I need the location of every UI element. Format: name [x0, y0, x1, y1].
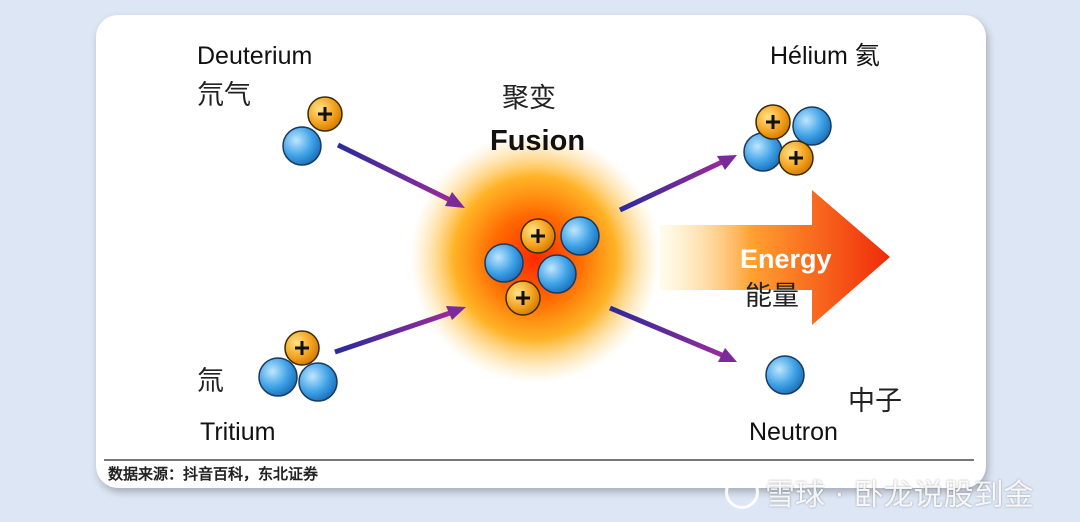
tritium-atom [258, 329, 338, 402]
divider [104, 459, 974, 461]
neutron-icon [282, 126, 322, 166]
deuterium-label: Deuterium [197, 42, 312, 70]
arrowhead-icon [445, 192, 465, 208]
neutron-icon [792, 106, 832, 146]
deuterium-cn-label: 氘气 [197, 80, 251, 111]
arrow-tritium-in [334, 310, 451, 355]
neutron-icon [298, 362, 338, 402]
proton-icon [306, 95, 344, 133]
fusion-glow [410, 133, 660, 383]
energy-label: Energy [740, 244, 832, 274]
deuterium-atom [282, 95, 344, 166]
arrowhead-icon [446, 306, 466, 320]
neutron-cn-label: 中子 [848, 386, 902, 417]
arrow-deuterium-in [336, 142, 452, 203]
energy-arrow [660, 190, 890, 325]
proton-icon [504, 279, 542, 317]
arrowhead-icon [718, 348, 737, 362]
snowball-logo-icon [725, 475, 759, 509]
arrow-neutron-out [609, 305, 723, 358]
arrows [334, 142, 737, 362]
neutron-icon [484, 243, 524, 283]
proton-icon [519, 217, 557, 255]
tritium-cn-label: 氚 [197, 366, 224, 397]
energy-cn-label: 能量 [745, 281, 799, 312]
proton-icon [283, 329, 321, 367]
watermark-text: 雪球 · 卧龙说股到金 [765, 478, 1034, 513]
neutron-icon [537, 254, 577, 294]
neutron-icon [765, 355, 805, 395]
proton-icon [777, 139, 815, 177]
helium-atom [743, 103, 832, 177]
source-note: 数据来源：抖音百科，东北证券 [108, 465, 319, 483]
neutron-icon [258, 357, 298, 397]
watermark: 雪球 · 卧龙说股到金 [725, 470, 1034, 514]
proton-icon [754, 103, 792, 141]
neutron-label: Neutron [749, 418, 838, 446]
neutron-icon [560, 216, 600, 256]
fusion-cn-label: 聚变 [502, 83, 556, 114]
arrowhead-icon [717, 155, 737, 170]
helium-label: Hélium 氦 [770, 42, 880, 70]
arrow-helium-out [618, 159, 724, 213]
fusion-label: Fusion [490, 125, 585, 157]
tritium-label: Tritium [200, 418, 275, 446]
